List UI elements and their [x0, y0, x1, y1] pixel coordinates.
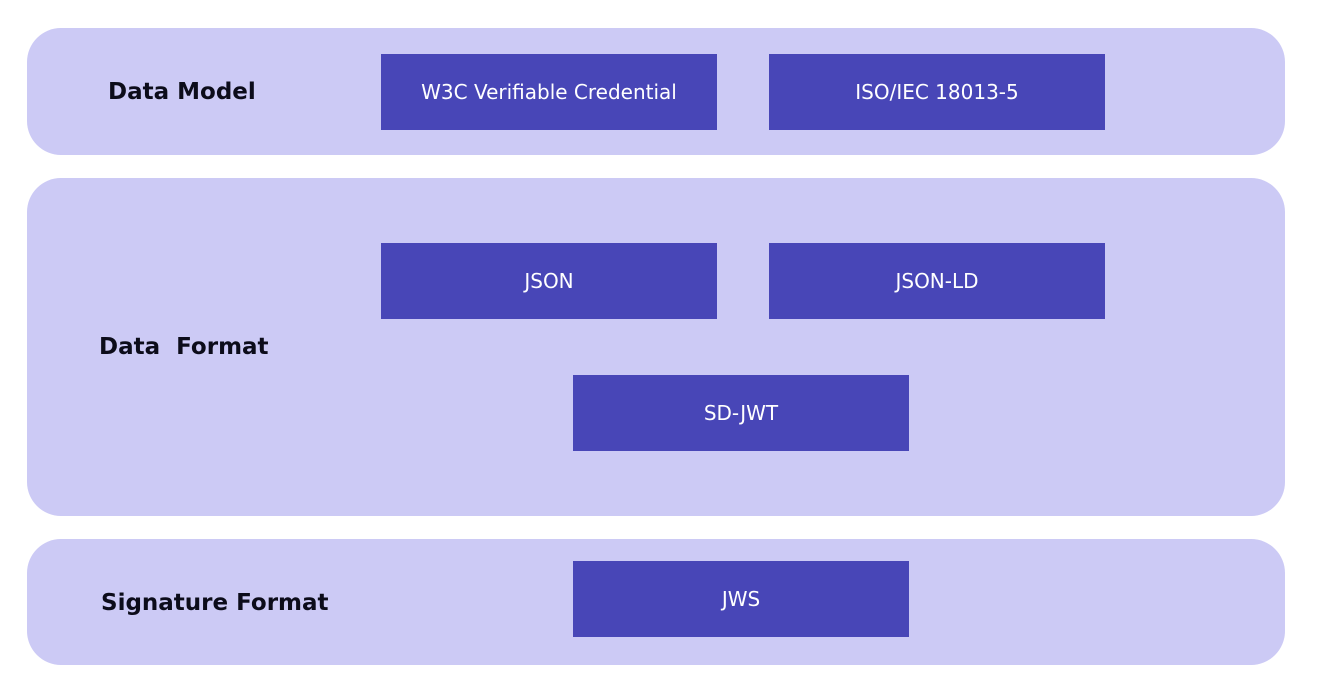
data-model-layer: Data Model W3C Verifiable Credential ISO… — [27, 28, 1285, 155]
w3c-verifiable-credential-box: W3C Verifiable Credential — [381, 54, 717, 130]
iso-iec-18013-5-box: ISO/IEC 18013-5 — [769, 54, 1105, 130]
json-ld-box: JSON-LD — [769, 243, 1105, 319]
signature-format-layer: Signature Format JWS — [27, 539, 1285, 665]
data-format-label: Data Format — [99, 334, 269, 360]
json-box: JSON — [381, 243, 717, 319]
data-model-label: Data Model — [108, 79, 256, 105]
jws-box: JWS — [573, 561, 909, 637]
sd-jwt-box: SD-JWT — [573, 375, 909, 451]
signature-format-label: Signature Format — [101, 590, 329, 616]
data-format-layer: Data Format JSON JSON-LD SD-JWT — [27, 178, 1285, 516]
